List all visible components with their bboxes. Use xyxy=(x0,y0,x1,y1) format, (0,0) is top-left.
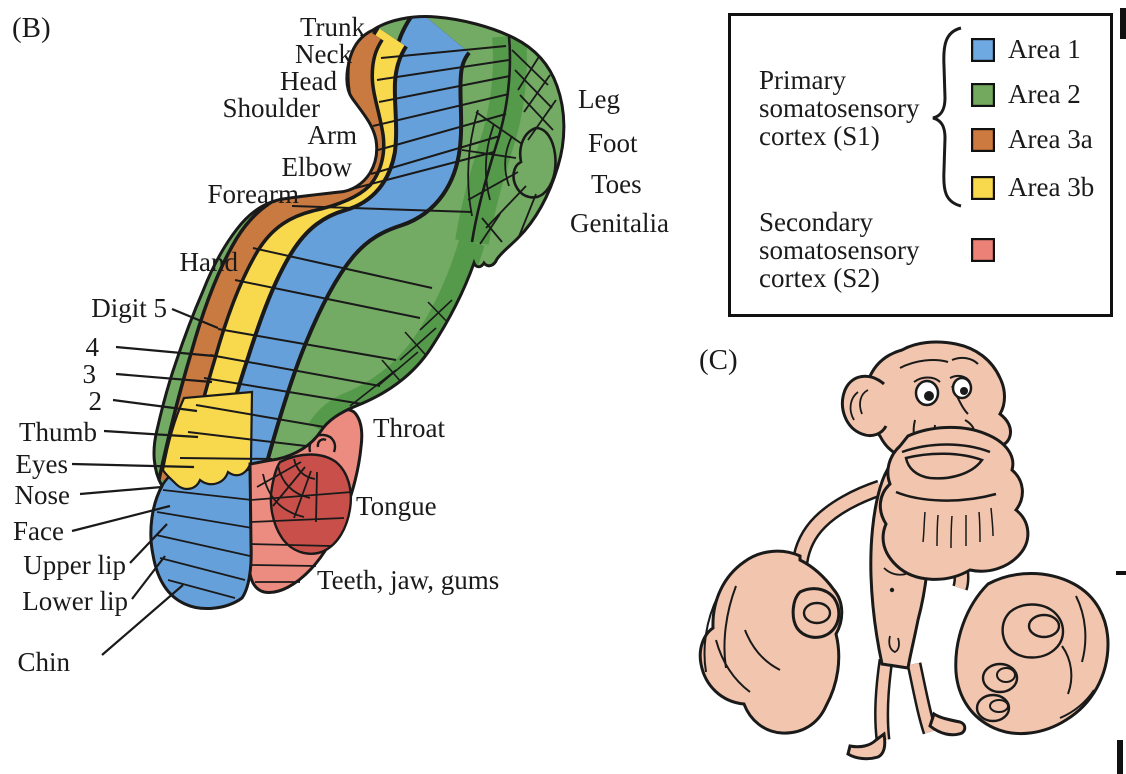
legend-item-area2: Area 2 xyxy=(971,79,1081,110)
right-foot xyxy=(928,711,967,737)
homunculus-figure xyxy=(698,340,1110,761)
legend-secondary-label: Secondary somatosensory cortex (S2) xyxy=(759,207,920,293)
part-labels: Trunk Neck Head Shoulder Arm Elbow Forea… xyxy=(13,12,669,677)
label-digit4: 4 xyxy=(86,332,100,362)
legend-label-area3a: Area 3a xyxy=(1008,124,1093,154)
fist-fingertip-2-nail xyxy=(989,699,1009,713)
medial-crease-line xyxy=(470,35,512,243)
edge-artifact-mid xyxy=(1116,571,1126,575)
legend-item-area1: Area 1 xyxy=(971,34,1081,65)
label-neck: Neck xyxy=(295,39,352,69)
legend-primary-label: Primary somatosensory cortex (S1) xyxy=(759,65,920,151)
upper-lip-line xyxy=(901,443,991,454)
pointing-finger-knuckle xyxy=(1001,603,1065,659)
legend-label-area1: Area 1 xyxy=(1008,34,1081,64)
s1-cortical-strip xyxy=(150,16,564,609)
fist-fingertip-1-nail xyxy=(996,667,1016,683)
fist-fingertip-2 xyxy=(975,693,1011,723)
label-teeth-jaw-gums: Teeth, jaw, gums xyxy=(317,565,499,595)
legend-label-area2: Area 2 xyxy=(1008,79,1081,109)
label-lower-lip: Lower lip xyxy=(22,586,128,616)
label-upper-lip: Upper lip xyxy=(23,550,126,580)
ear-inner-lines xyxy=(849,389,869,421)
foot-whorl xyxy=(512,126,557,199)
area3b-swatch xyxy=(971,175,995,200)
left-hand-finger-lines xyxy=(703,585,781,693)
pointing-finger-nail xyxy=(1027,613,1061,639)
right-pupil xyxy=(960,387,968,395)
eyes-region-yellow xyxy=(161,390,254,490)
segment-lines xyxy=(179,45,511,460)
label-elbow: Elbow xyxy=(282,152,353,182)
area1-swatch xyxy=(971,37,995,62)
label-genitalia: Genitalia xyxy=(570,208,669,238)
label-face: Face xyxy=(13,516,64,546)
fist-crease-lines xyxy=(1059,595,1095,719)
left-thumb xyxy=(791,587,841,639)
label-tongue: Tongue xyxy=(356,491,437,521)
label-trunk: Trunk xyxy=(300,12,366,42)
right-leg xyxy=(909,662,935,734)
chin-hatch-lines xyxy=(922,507,994,549)
left-foot xyxy=(846,731,887,761)
legend-box: Primary somatosensory cortex (S1) Second… xyxy=(728,13,1113,317)
left-arm xyxy=(794,482,882,564)
label-head: Head xyxy=(280,66,337,96)
label-digit2: 2 xyxy=(89,386,103,416)
panel-b-label: (B) xyxy=(12,12,51,44)
edge-artifact-top xyxy=(1120,8,1126,39)
label-eyes: Eyes xyxy=(16,449,68,479)
legend-item-area3a: Area 3a xyxy=(971,124,1093,155)
medial-lobe-grid xyxy=(461,49,557,245)
label-forearm: Forearm xyxy=(208,179,299,209)
legend-item-area3b: Area 3b xyxy=(971,172,1094,203)
label-digit3: 3 xyxy=(83,359,97,389)
label-digit5: Digit 5 xyxy=(91,293,167,323)
ear xyxy=(840,374,888,438)
label-toes: Toes xyxy=(591,169,642,199)
scan-artifacts xyxy=(1116,8,1126,774)
fist-fingertip-1 xyxy=(981,662,1019,694)
left-leg xyxy=(876,659,891,741)
strip-outline xyxy=(149,15,566,611)
label-arm: Arm xyxy=(308,120,358,150)
label-chin: Chin xyxy=(17,647,70,677)
label-leg: Leg xyxy=(578,84,620,114)
left-pupil xyxy=(924,391,934,401)
area2-dark-fold-lower xyxy=(308,238,485,438)
navel-dot xyxy=(889,587,895,593)
s2-swatch xyxy=(971,238,995,262)
area3a-swatch xyxy=(971,127,995,152)
s2-tongue-area xyxy=(269,453,352,555)
label-leader-lines xyxy=(71,307,219,656)
lower-lip-line xyxy=(895,490,997,502)
label-hand: Hand xyxy=(180,247,239,277)
legend-label-area3b: Area 3b xyxy=(1008,172,1095,202)
edge-artifact-bottom xyxy=(1117,740,1123,774)
label-nose: Nose xyxy=(15,480,71,510)
area2-swatch xyxy=(971,82,995,107)
s2-secondary-cortex-region xyxy=(247,408,364,594)
label-shoulder: Shoulder xyxy=(223,93,321,123)
label-foot: Foot xyxy=(588,128,638,158)
legend-item-s2 xyxy=(971,238,995,262)
left-thumb-nail xyxy=(802,601,832,625)
panel-c-label: (C) xyxy=(699,344,738,376)
legend-brace xyxy=(932,26,962,208)
label-thumb: Thumb xyxy=(19,417,97,447)
lips-mass xyxy=(878,426,1030,581)
area3a-band xyxy=(160,27,382,485)
mouth-tongue xyxy=(904,452,984,480)
teeth-jaw-gums-fan-lines xyxy=(249,491,353,583)
giant-right-fist xyxy=(954,572,1110,735)
giant-left-hand xyxy=(698,549,844,735)
label-throat: Throat xyxy=(373,413,445,443)
area1-band xyxy=(197,16,469,485)
tongue-web-lines xyxy=(256,458,318,523)
